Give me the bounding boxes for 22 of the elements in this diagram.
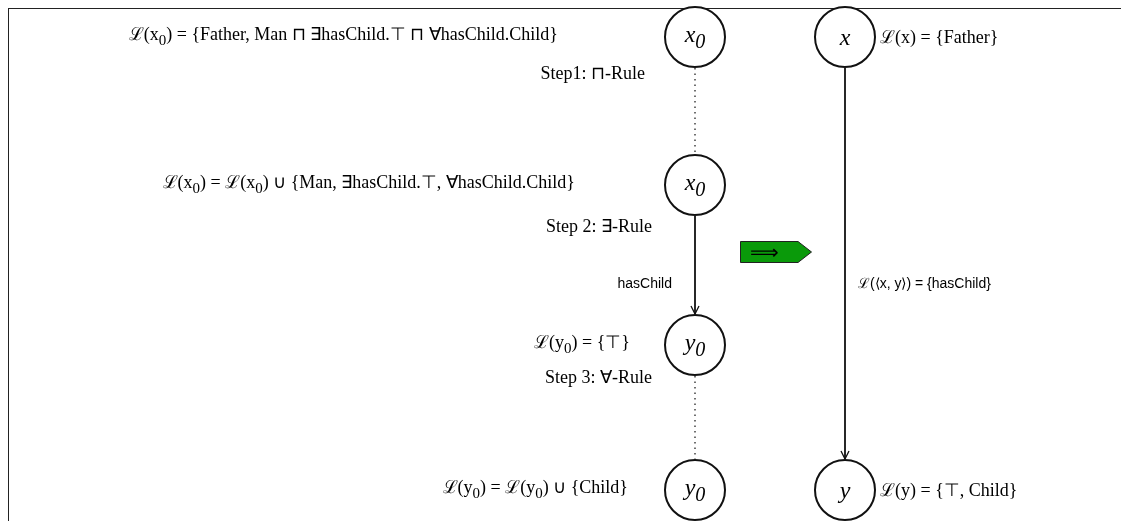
- rule-step-label: Step 3: ∀-Rule: [545, 366, 652, 388]
- connector-line: [694, 67, 696, 155]
- node-label: y: [839, 476, 851, 504]
- node-circle: [814, 459, 876, 521]
- label-set-formula: ℒ(x) = {Father}: [880, 26, 999, 48]
- label-set-formula: ℒ(x$_{0}$) = {Father, Man ⊓ ∃hasChild.⊤ ⊓ ∀hasChild.Child}: [128, 23, 558, 50]
- node-label: x$_{0}$: [684, 21, 706, 53]
- node-label: x: [839, 23, 851, 51]
- arrow-tag: [740, 241, 812, 263]
- node-label: y$_{0}$: [684, 329, 706, 361]
- node-circle: [664, 459, 726, 521]
- label-set-formula: ℒ(y$_{0}$) = {⊤}: [534, 331, 630, 358]
- node-label: y$_{0}$: [684, 474, 706, 506]
- rule-step-label: Step1: ⊓-Rule: [540, 62, 645, 84]
- arrow: [840, 67, 850, 460]
- label-set-formula: ℒ(y) = {⊤, Child}: [880, 479, 1018, 501]
- rule-step-label: Step 2: ∃-Rule: [546, 215, 652, 237]
- implies-symbol: ⟹: [750, 240, 779, 264]
- arrow: [690, 215, 700, 315]
- label-set-formula: ℒ(y$_{0}$) = ℒ(y$_{0}$) ∪ {Child}: [442, 476, 628, 503]
- node-label: x$_{0}$: [684, 169, 706, 201]
- label-set-formula: ℒ(x$_{0}$) = ℒ(x$_{0}$) ∪ {Man, ∃hasChild.⊤, ∀hasChild.Child}: [162, 171, 575, 198]
